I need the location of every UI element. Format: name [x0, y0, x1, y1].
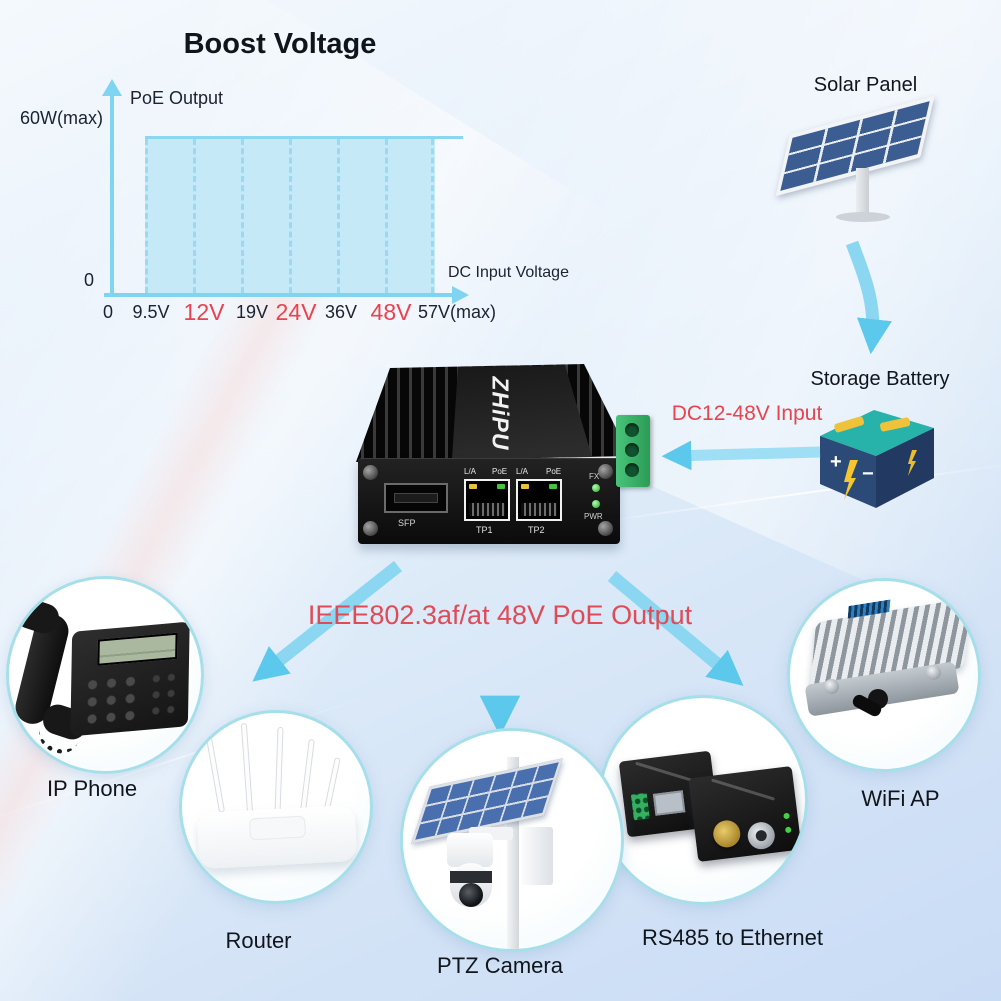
router-antenna: [274, 726, 284, 816]
solar-panel-icon: [775, 95, 935, 197]
endpoint-circle-ptz-camera: [400, 728, 624, 952]
x-tick: 9.5V: [132, 302, 170, 322]
dc-input-label: DC12-48V Input: [671, 402, 823, 425]
chart-x-axis-arrow: [452, 286, 469, 304]
x-tick: 19V: [235, 302, 269, 322]
tp1-label: TP1: [476, 525, 493, 535]
screw-icon: [598, 521, 613, 536]
poe-label: PoE: [546, 467, 562, 476]
sfp-label: SFP: [398, 518, 416, 528]
battery-plus-sign: +: [830, 451, 842, 473]
arrow-solar-to-battery: [845, 240, 892, 355]
endpoint-circle-ip-phone: [6, 576, 204, 774]
endpoint-circle-wifi-ap: [787, 578, 981, 772]
solar-panel-label: Solar Panel: [813, 74, 918, 96]
poe-switch-device: ZHiPU SFP L/A PoE L/A PoE TP1 TP2: [340, 360, 680, 560]
la-label: L/A: [516, 467, 529, 476]
solar-panel-pole: [856, 168, 869, 216]
x-tick-emphasis: 48V: [370, 299, 412, 325]
rs485-converter-icon: [688, 765, 802, 863]
rj45-port-tp2: [516, 479, 562, 521]
bnc-connector-icon: [711, 818, 742, 849]
endpoint-circle-rs485: [598, 695, 808, 905]
battery-minus-sign: −: [862, 463, 874, 485]
x-tick: 57V(max): [417, 302, 497, 322]
chart-gridline: [289, 139, 292, 293]
device-front-panel: SFP L/A PoE L/A PoE TP1 TP2 FX PWR: [358, 458, 620, 544]
chart-y-axis: [110, 94, 114, 296]
port-led-yellow: [521, 484, 529, 489]
router-antenna: [240, 722, 254, 816]
router-body-icon: [196, 804, 358, 870]
dc-terminal-block: [616, 415, 650, 487]
router-antenna: [204, 731, 226, 813]
la-label: L/A: [464, 467, 477, 476]
chart-y-origin-label: 0: [84, 270, 95, 290]
endpoint-circle-router: [179, 710, 373, 904]
tp2-label: TP2: [528, 525, 545, 535]
rj45-port-tp1: [464, 479, 510, 521]
endpoint-label-ptz-camera: PTZ Camera: [437, 953, 563, 978]
chart-y-axis-arrow: [102, 79, 122, 96]
chart-gridline: [337, 139, 340, 293]
port-led-yellow: [469, 484, 477, 489]
pwr-led: [592, 500, 600, 508]
chart-gridline: [193, 139, 196, 293]
solar-panel-base: [836, 212, 890, 222]
pwr-label: PWR: [584, 512, 603, 521]
x-tick: 0: [102, 302, 113, 322]
phone-body-icon: [70, 621, 190, 737]
screw-icon: [598, 464, 613, 479]
bnc-connector-icon: [746, 820, 777, 851]
poe-label: PoE: [492, 467, 508, 476]
brand-logo: ZHiPU: [487, 376, 514, 450]
chart-x-axis: [104, 293, 454, 297]
x-tick-emphasis: 12V: [183, 299, 225, 325]
ptz-camera-body: [447, 833, 493, 867]
chart-x-axis-label: DC Input Voltage: [448, 264, 569, 281]
chart-y-axis-label: PoE Output: [130, 88, 224, 108]
x-tick-emphasis: 24V: [275, 299, 317, 325]
lightning-bolt-icon: [844, 460, 858, 500]
endpoint-label-ip-phone: IP Phone: [46, 776, 138, 801]
endpoint-label-wifi-ap: WiFi AP: [861, 786, 940, 811]
poe-output-label: IEEE802.3af/at 48V PoE Output: [307, 600, 693, 630]
chart-gridline: [145, 139, 148, 293]
camera-lens-icon: [459, 883, 483, 907]
fx-label: FX: [589, 472, 600, 481]
sfp-port: [384, 483, 448, 513]
chart-title: Boost Voltage: [183, 28, 377, 60]
fx-led: [592, 484, 600, 492]
chart-y-max-label: 60W(max): [20, 108, 104, 128]
storage-battery-label: Storage Battery: [810, 368, 950, 390]
chart-area-fill: [145, 139, 435, 293]
endpoint-label-router: Router: [225, 928, 292, 953]
port-led-green: [549, 484, 557, 489]
screw-icon: [363, 521, 378, 536]
chart-gridline: [241, 139, 244, 293]
port-led-green: [497, 484, 505, 489]
chart-max-line: [145, 136, 463, 139]
x-tick: 36V: [324, 302, 358, 322]
battery-icon: + −: [820, 410, 934, 508]
chart-gridline: [431, 139, 434, 293]
endpoint-label-rs485: RS485 to Ethernet: [641, 925, 823, 950]
screw-icon: [363, 465, 378, 480]
chart-gridline: [385, 139, 388, 293]
arrow-battery-to-device: [661, 440, 821, 471]
